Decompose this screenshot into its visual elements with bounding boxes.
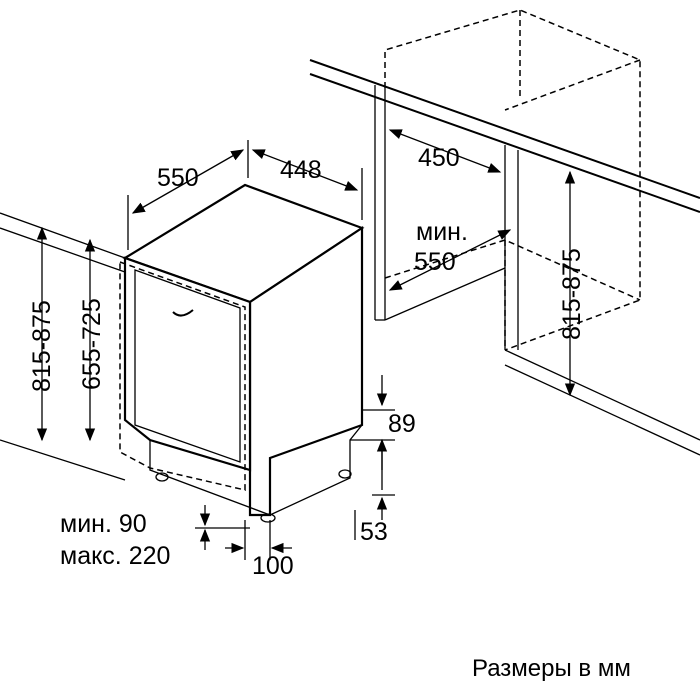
plinth-height-label: 89 <box>388 410 416 438</box>
units-caption: Размеры в мм <box>472 655 631 682</box>
depth-label: 550 <box>157 164 199 192</box>
foot <box>155 472 169 482</box>
left-worktop <box>0 212 126 481</box>
niche-depth-min-label: мин. <box>416 218 468 246</box>
dishwasher <box>119 183 365 523</box>
foot <box>338 469 352 479</box>
plinth-depth-label: 100 <box>252 552 294 580</box>
height-niche-label: 815-875 <box>558 248 586 340</box>
foot-height-label: 53 <box>360 518 388 546</box>
plinth-max-label: макс. 220 <box>60 542 170 570</box>
niche-depth-value-label: 550 <box>414 248 456 276</box>
height-appliance-label: 655-725 <box>78 298 106 390</box>
width-label: 448 <box>280 156 322 184</box>
niche-width-label: 450 <box>418 144 460 172</box>
height-left-label: 815-875 <box>28 300 56 392</box>
foot <box>260 513 276 523</box>
door-handle <box>172 309 194 317</box>
dimension-lines <box>36 129 576 560</box>
plinth-min-label: мин. 90 <box>60 510 147 538</box>
